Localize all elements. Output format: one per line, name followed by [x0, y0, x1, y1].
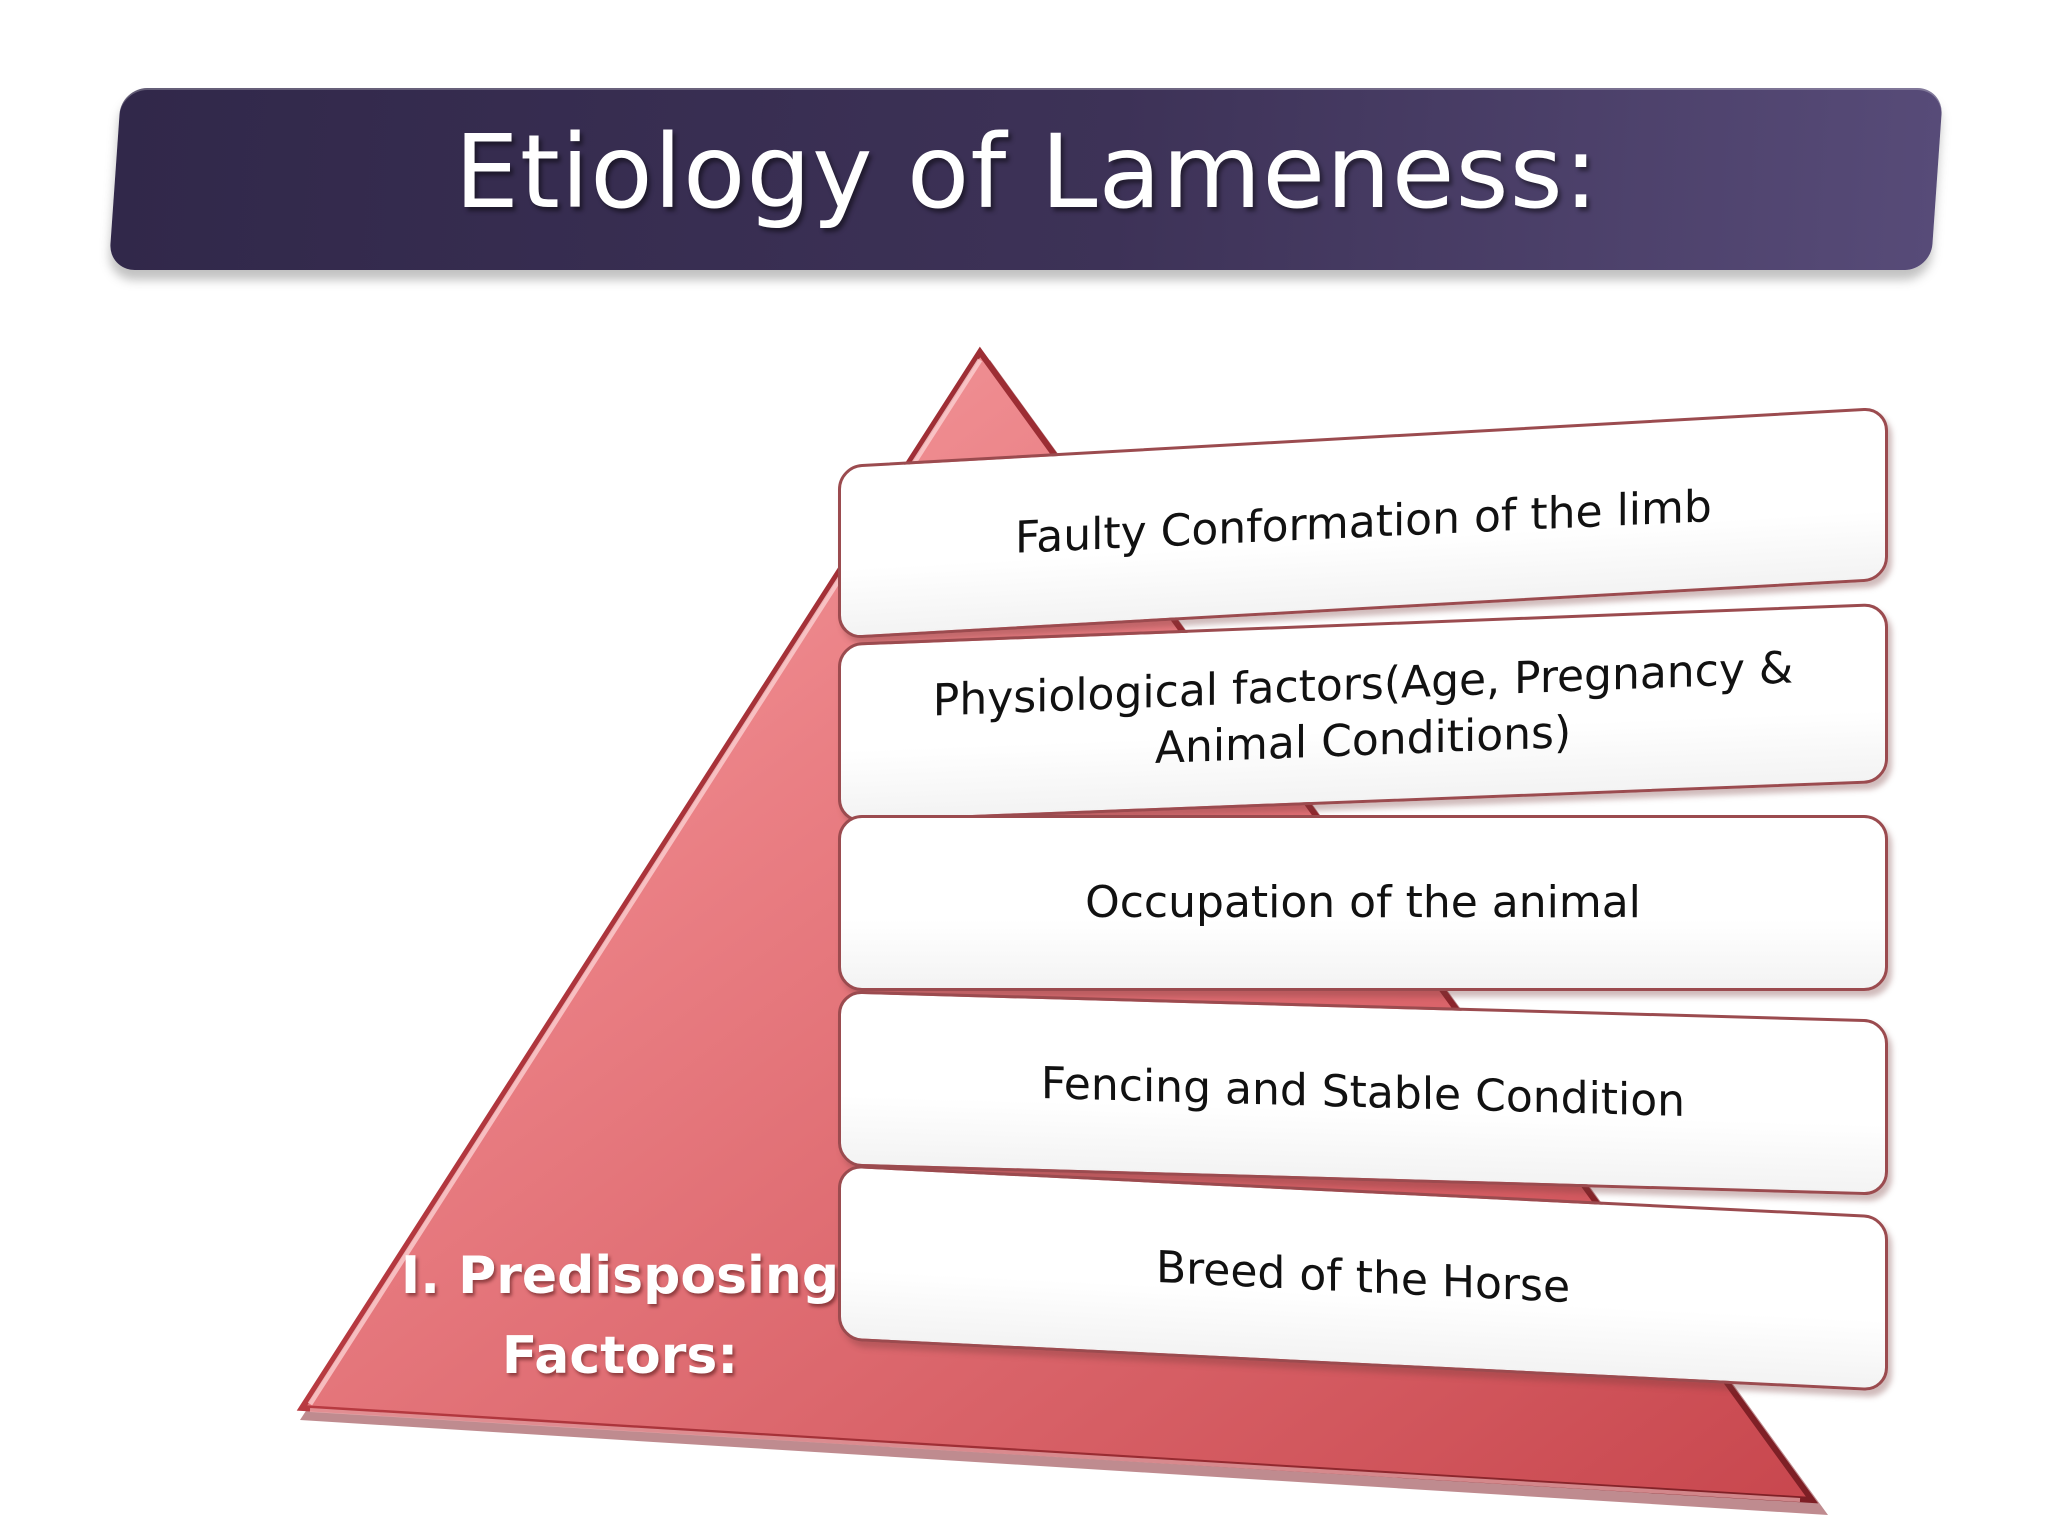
factor-label: Breed of the Horse	[1155, 1241, 1571, 1314]
factor-box-occupation: Occupation of the animal	[838, 815, 1888, 991]
factor-label: Faulty Conformation of the limb	[1014, 481, 1712, 564]
factor-box-fencing: Fencing and Stable Condition	[838, 990, 1888, 1196]
factor-label: Physiological factors(Age, Pregnancy & A…	[932, 642, 1794, 774]
pyramid-base-highlight	[309, 1408, 1801, 1502]
predisposing-factors-label: I. Predisposing Factors:	[400, 1246, 840, 1386]
factor-label: Occupation of the animal	[1085, 877, 1641, 928]
factor-label: Fencing and Stable Condition	[1040, 1058, 1686, 1127]
